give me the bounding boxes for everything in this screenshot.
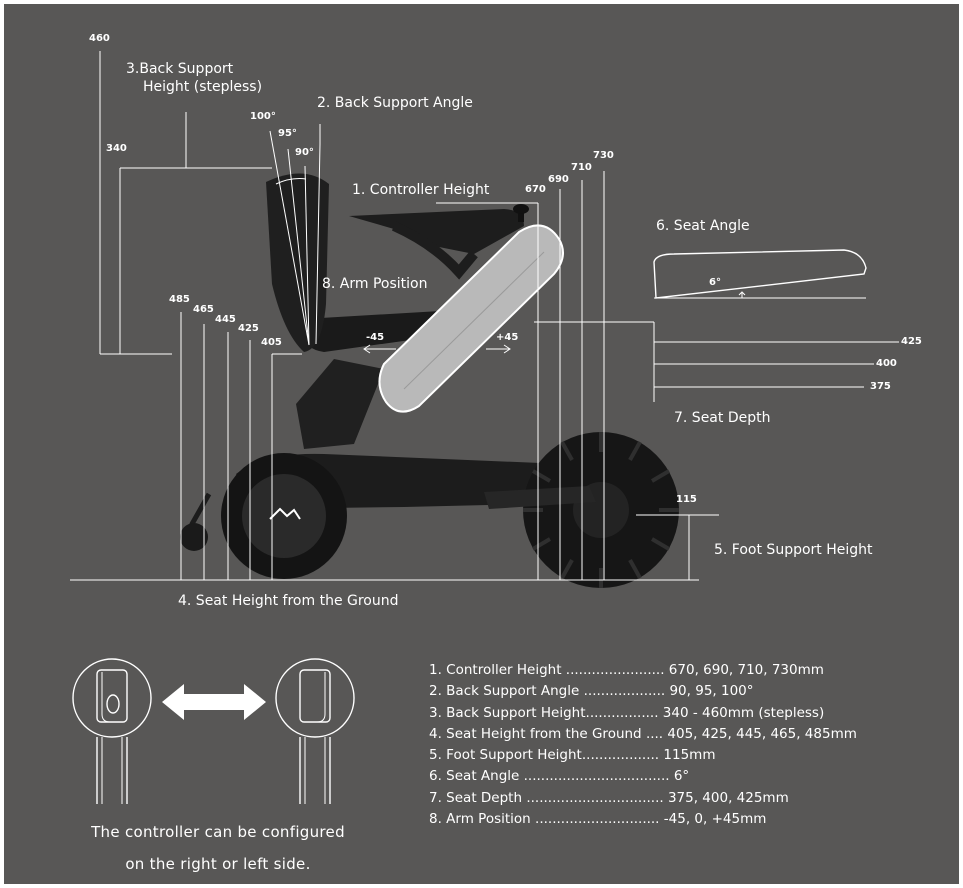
spec-leader: ....................... [565, 662, 665, 678]
caster-wheel [180, 523, 208, 551]
double-arrow-icon [162, 684, 266, 720]
label-back-support-height-line2: Height (stepless) [143, 79, 263, 95]
label-controller-height: 1. Controller Height [352, 182, 490, 198]
dimension-lines [70, 51, 899, 581]
wheelchair-illustration [180, 173, 679, 588]
spec-leader: .................. [581, 747, 660, 764]
dim-back-height-340: 340 [106, 143, 127, 154]
dim-angle-100: 100° [250, 111, 276, 122]
dim-arm-plus-45: +45 [496, 332, 519, 343]
spec-name: 3. Back Support Height [429, 704, 586, 721]
spec-row-seat-depth: 7. Seat Depth ..........................… [429, 788, 857, 809]
dim-angle-90: 90° [295, 147, 314, 158]
spec-leader: ................................ [526, 789, 664, 806]
controller-note-line2: on the right or left side. [125, 855, 311, 873]
spec-name: 2. Back Support Angle [429, 683, 580, 700]
omni-wheel-rollers [523, 432, 679, 588]
spec-row-back-support-height: 3. Back Support Height................. … [429, 703, 857, 724]
dim-seat-485: 485 [169, 294, 190, 305]
foot-support-plate [484, 486, 596, 509]
label-foot-support-height: 5. Foot Support Height [714, 542, 873, 558]
spec-leader: .................................. [523, 768, 670, 785]
spec-row-back-support-angle: 2. Back Support Angle ..................… [429, 681, 857, 702]
dim-seat-405: 405 [261, 337, 282, 348]
spec-leader: ............................. [535, 811, 660, 828]
dim-depth-425: 425 [901, 336, 922, 347]
spec-value: 405, 425, 445, 465, 485mm [667, 725, 857, 742]
spec-value: -45, 0, +45mm [663, 811, 767, 828]
spec-value: 6° [673, 768, 690, 785]
controller-left-icon [72, 658, 152, 804]
spec-leader: ................. [585, 704, 659, 721]
spec-name: 7. Seat Depth [429, 789, 523, 806]
label-seat-height: 4. Seat Height from the Ground [178, 593, 399, 609]
spec-value: 340 - 460mm (stepless) [662, 704, 825, 721]
dim-arm-minus-45: -45 [366, 332, 385, 343]
dim-angle-95: 95° [278, 128, 297, 139]
spec-row-arm-position: 8. Arm Position ........................… [429, 809, 857, 830]
spec-row-foot-support-height: 5. Foot Support Height..................… [429, 745, 857, 766]
label-back-support-height-line1: 3.Back Support [126, 61, 234, 77]
spec-name: 8. Arm Position [429, 811, 531, 828]
joystick-knob [513, 204, 529, 214]
label-back-support-angle: 2. Back Support Angle [317, 95, 473, 111]
seat-support-column [296, 359, 384, 449]
dim-controller-670: 670 [525, 184, 546, 195]
controller-config-illustration [72, 658, 355, 804]
dim-depth-375: 375 [870, 381, 891, 392]
dim-controller-710: 710 [571, 162, 592, 173]
spec-row-seat-angle: 6. Seat Angle ..........................… [429, 766, 857, 787]
spec-value: 115mm [663, 747, 716, 764]
spec-value: 90, 95, 100° [669, 683, 754, 700]
controller-note-line1: The controller can be configured [91, 823, 345, 841]
dim-controller-730: 730 [593, 150, 614, 161]
label-seat-angle: 6. Seat Angle [656, 218, 750, 234]
dim-depth-400: 400 [876, 358, 897, 369]
spec-value: 670, 690, 710, 730mm [668, 662, 824, 678]
spec-name: 5. Foot Support Height [429, 747, 582, 764]
armrest-frame [349, 209, 524, 254]
dim-seat-angle-6: 6° [709, 277, 721, 288]
armrest-loop [391, 221, 478, 280]
wheelchair-dimension-diagram [70, 51, 899, 804]
controller-right-icon [275, 658, 355, 804]
spec-value: 375, 400, 425mm [667, 789, 789, 806]
spec-row-seat-height: 4. Seat Height from the Ground .... 405,… [429, 724, 857, 745]
spec-name: 4. Seat Height from the Ground [429, 725, 642, 742]
dim-foot-115: 115 [676, 494, 697, 505]
dim-seat-465: 465 [193, 304, 214, 315]
arm-panel [378, 224, 564, 413]
spec-list: 1. Controller Height ...................… [429, 660, 857, 830]
dim-controller-690: 690 [548, 174, 569, 185]
rear-wheel-hub [242, 474, 326, 558]
label-arm-position: 8. Arm Position [322, 276, 428, 292]
spec-diagram-panel: 3.Back Support Height (stepless) 2. Back… [4, 4, 959, 884]
dim-back-height-460: 460 [89, 33, 110, 44]
spec-leader: .... [645, 725, 664, 742]
spec-name: 1. Controller Height [429, 662, 562, 678]
label-seat-depth: 7. Seat Depth [674, 410, 771, 426]
dim-seat-425: 425 [238, 323, 259, 334]
spec-name: 6. Seat Angle [429, 768, 520, 785]
spec-leader: ................... [583, 683, 666, 700]
spec-row-controller-height: 1. Controller Height ...................… [429, 660, 857, 681]
logo-mark [269, 507, 301, 520]
dim-seat-445: 445 [215, 314, 236, 325]
backrest [266, 173, 329, 352]
